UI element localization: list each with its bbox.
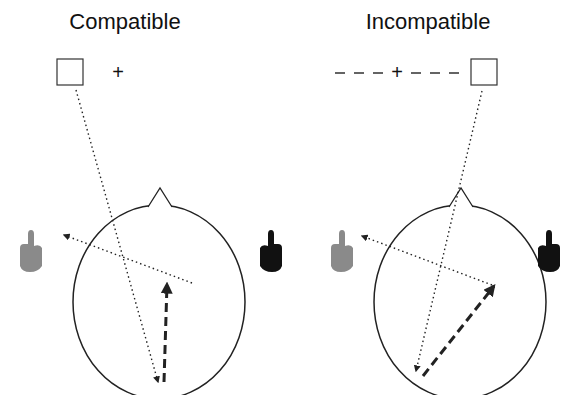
left-hand (331, 230, 353, 272)
fixation-cross: + (112, 62, 124, 82)
nose (449, 188, 473, 207)
panel-title: Compatible (69, 11, 180, 33)
left-hand (20, 230, 42, 272)
fixation-cross: + (391, 62, 403, 82)
dotted-arrow (76, 90, 158, 382)
dotted-arrow (64, 235, 192, 283)
stimulus-square (57, 59, 83, 85)
head-outline (73, 205, 245, 395)
dotted-arrow (416, 91, 482, 371)
dashed-arrow (423, 286, 494, 376)
stimulus-square (471, 59, 497, 85)
right-hand (260, 230, 282, 272)
panel-title: Incompatible (366, 11, 491, 33)
dotted-arrow (362, 236, 492, 285)
head-outline (374, 205, 546, 395)
right-hand (538, 230, 560, 272)
dashed-arrow (164, 284, 167, 382)
nose (148, 188, 172, 207)
